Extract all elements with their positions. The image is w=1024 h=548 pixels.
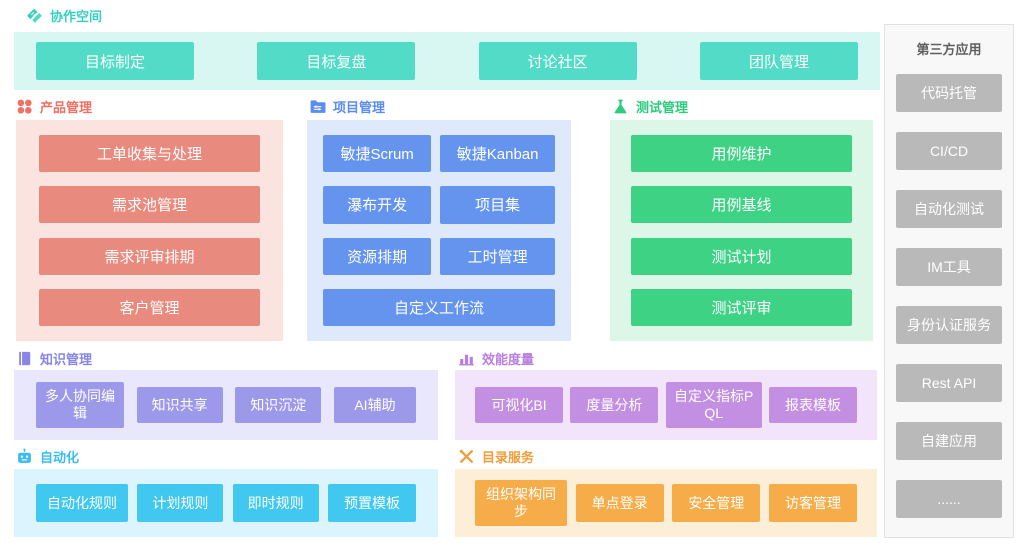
third-party-panel: 第三方应用 代码托管 CI/CD 自动化测试 IM工具 身份认证服务 Rest … — [884, 24, 1014, 538]
directory-item-button[interactable]: 单点登录 — [575, 484, 664, 522]
knowledge-item-button[interactable]: 多人协同编辑 — [36, 382, 124, 428]
project-item-button[interactable]: 敏捷Scrum — [323, 135, 432, 173]
knowledge-item-button[interactable]: AI辅助 — [333, 387, 416, 423]
third-party-button-list: 代码托管 CI/CD 自动化测试 IM工具 身份认证服务 Rest API 自建… — [896, 74, 1002, 518]
automation-item-button[interactable]: 计划规则 — [137, 484, 224, 522]
section-header-automation: 自动化 — [16, 447, 79, 466]
section-header-metrics: 效能度量 — [458, 349, 534, 368]
metrics-panel: 可视化BI 度量分析 自定义指标PQL 报表模板 — [455, 370, 877, 440]
third-party-item-button[interactable]: Rest API — [896, 364, 1002, 402]
test-item-button[interactable]: 测试评审 — [631, 288, 852, 326]
metrics-item-button[interactable]: 自定义指标PQL — [665, 382, 762, 428]
section-title: 目录服务 — [482, 450, 535, 465]
third-party-item-button[interactable]: ...... — [896, 480, 1002, 518]
section-header-test: 测试管理 — [612, 97, 688, 116]
knowledge-item-button[interactable]: 知识共享 — [136, 387, 223, 423]
directory-panel: 组织架构同步 单点登录 安全管理 访客管理 — [455, 469, 877, 537]
section-title: 知识管理 — [40, 352, 93, 367]
knowledge-panel: 多人协同编辑 知识共享 知识沉淀 AI辅助 — [14, 370, 438, 440]
collab-item-button[interactable]: 目标复盘 — [257, 42, 416, 80]
section-header-directory: 目录服务 — [458, 447, 534, 466]
robot-icon — [16, 448, 33, 465]
metrics-item-button[interactable]: 度量分析 — [570, 387, 659, 423]
collab-item-button[interactable]: 团队管理 — [699, 42, 858, 80]
handshake-icon — [26, 7, 43, 24]
automation-panel: 自动化规则 计划规则 即时规则 预置模板 — [14, 469, 438, 537]
project-item-button[interactable]: 资源排期 — [323, 237, 432, 275]
section-title: 产品管理 — [40, 100, 93, 115]
flask-icon — [612, 98, 629, 115]
section-title: 效能度量 — [482, 352, 535, 367]
section-header-project: 项目管理 — [309, 97, 385, 116]
third-party-item-button[interactable]: IM工具 — [896, 248, 1002, 286]
section-title: 协作空间 — [50, 9, 103, 24]
directory-item-button[interactable]: 安全管理 — [672, 484, 761, 522]
third-party-item-button[interactable]: CI/CD — [896, 132, 1002, 170]
product-item-button[interactable]: 需求池管理 — [39, 186, 260, 224]
section-header-collab: 协作空间 — [26, 6, 102, 25]
bar-chart-icon — [458, 350, 475, 367]
product-item-button[interactable]: 工单收集与处理 — [39, 135, 260, 172]
folder-settings-icon — [309, 98, 326, 115]
book-icon — [16, 350, 33, 367]
section-header-product: 产品管理 — [16, 97, 92, 116]
metrics-item-button[interactable]: 可视化BI — [475, 387, 563, 423]
product-item-button[interactable]: 需求评审排期 — [39, 237, 260, 275]
test-panel: 用例维护 用例基线 测试计划 测试评审 — [610, 120, 873, 341]
third-party-item-button[interactable]: 代码托管 — [896, 74, 1002, 112]
grid-dots-icon — [16, 98, 33, 115]
third-party-item-button[interactable]: 身份认证服务 — [896, 306, 1002, 344]
collab-item-button[interactable]: 讨论社区 — [478, 42, 637, 80]
project-item-button[interactable]: 瀑布开发 — [323, 186, 432, 224]
test-item-button[interactable]: 用例基线 — [631, 186, 852, 224]
third-party-title: 第三方应用 — [916, 42, 982, 57]
product-item-button[interactable]: 客户管理 — [39, 288, 260, 326]
automation-item-button[interactable]: 预置模板 — [327, 484, 416, 522]
directory-item-button[interactable]: 访客管理 — [768, 484, 857, 522]
third-party-item-button[interactable]: 自建应用 — [896, 422, 1002, 460]
product-panel: 工单收集与处理 需求池管理 需求评审排期 客户管理 — [16, 120, 283, 341]
project-item-button[interactable]: 工时管理 — [440, 237, 555, 275]
project-item-button[interactable]: 自定义工作流 — [323, 288, 555, 326]
third-party-item-button[interactable]: 自动化测试 — [896, 190, 1002, 228]
section-title: 测试管理 — [636, 100, 689, 115]
section-title: 自动化 — [40, 450, 80, 465]
section-header-knowledge: 知识管理 — [16, 349, 92, 368]
crossed-tools-icon — [458, 448, 475, 465]
collab-item-button[interactable]: 目标制定 — [36, 42, 194, 80]
metrics-item-button[interactable]: 报表模板 — [768, 387, 857, 423]
section-title: 项目管理 — [333, 100, 386, 115]
project-panel: 敏捷Scrum 敏捷Kanban 瀑布开发 项目集 资源排期 工时管理 自定义工… — [307, 120, 571, 341]
test-item-button[interactable]: 用例维护 — [631, 135, 852, 172]
knowledge-item-button[interactable]: 知识沉淀 — [235, 387, 322, 423]
project-item-button[interactable]: 项目集 — [440, 186, 555, 224]
automation-item-button[interactable]: 自动化规则 — [36, 484, 128, 522]
test-item-button[interactable]: 测试计划 — [631, 237, 852, 275]
project-item-button[interactable]: 敏捷Kanban — [440, 135, 555, 173]
directory-item-button[interactable]: 组织架构同步 — [475, 480, 567, 526]
automation-item-button[interactable]: 即时规则 — [232, 484, 319, 522]
collab-panel: 目标制定 目标复盘 讨论社区 团队管理 — [14, 32, 880, 90]
